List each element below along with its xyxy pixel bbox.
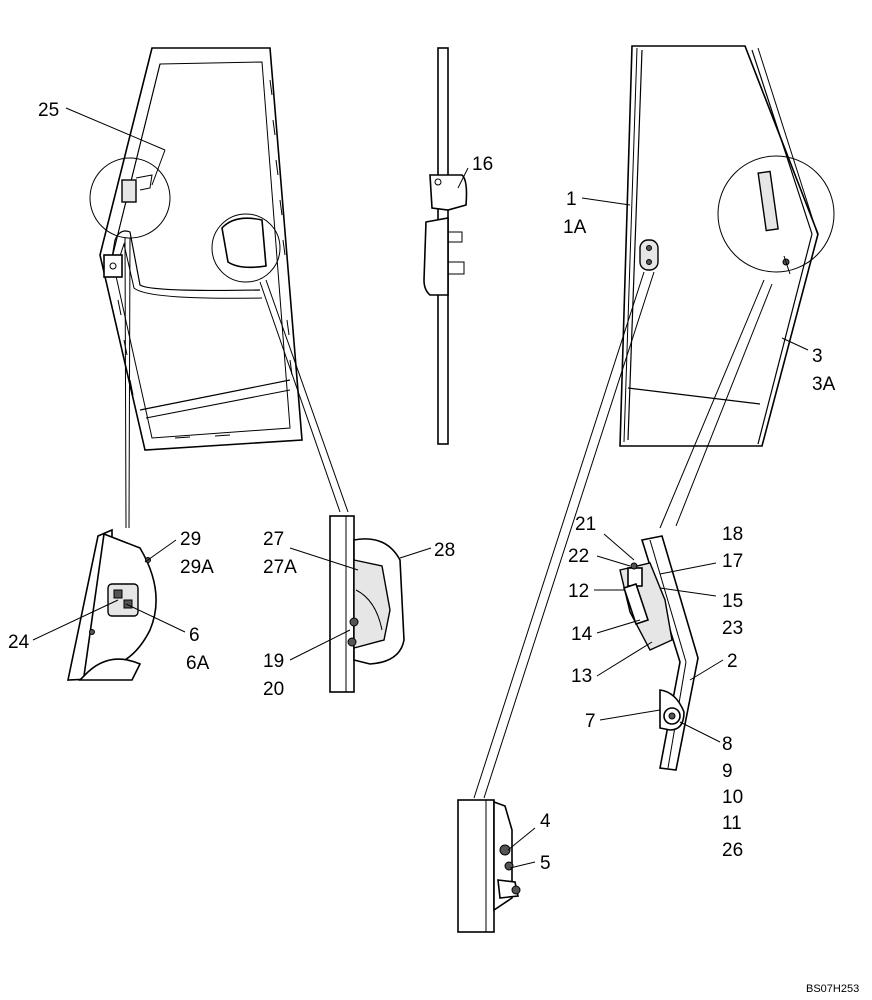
callout-8: 8 (722, 734, 733, 755)
callout-20: 20 (263, 679, 284, 700)
hinge-detail (457, 799, 521, 933)
callout-12: 12 (568, 581, 589, 602)
callout-14: 14 (571, 624, 593, 645)
mirror-bracket-detail (329, 515, 405, 693)
callout-29a: 29A (180, 557, 214, 578)
callout-3: 3 (812, 346, 823, 367)
callout-10: 10 (722, 787, 743, 808)
callout-26: 26 (722, 840, 743, 861)
callout-24: 24 (8, 632, 30, 653)
callout-7: 7 (585, 711, 596, 732)
callout-18: 18 (722, 524, 743, 545)
leader-lines (32, 107, 809, 869)
callout-27a: 27A (263, 557, 297, 578)
callout-1a: 1A (563, 217, 587, 238)
callout-16: 16 (472, 154, 493, 175)
door-frame-assembly (89, 47, 303, 451)
callout-17: 17 (722, 551, 743, 572)
callout-3a: 3A (812, 374, 836, 395)
inner-handle-detail (67, 528, 157, 681)
callout-22: 22 (568, 546, 589, 567)
door-panel-assembly (619, 45, 835, 447)
callout-29: 29 (180, 529, 201, 550)
callout-1: 1 (566, 189, 577, 210)
door-side-view (423, 47, 468, 445)
callout-23: 23 (722, 618, 743, 639)
callout-27: 27 (263, 529, 284, 550)
callout-19: 19 (263, 651, 284, 672)
latch-detail (619, 535, 699, 771)
callout-28: 28 (434, 540, 455, 561)
callout-21: 21 (575, 514, 596, 535)
callout-2: 2 (727, 651, 738, 672)
drawing-reference: BS07H253 (806, 983, 859, 995)
callout-4: 4 (540, 811, 551, 832)
callout-5: 5 (540, 853, 551, 874)
callout-6a: 6A (186, 653, 210, 674)
callout-15: 15 (722, 591, 743, 612)
callout-6: 6 (189, 625, 200, 646)
callout-9: 9 (722, 761, 733, 782)
callout-11: 11 (722, 813, 742, 834)
callout-13: 13 (571, 666, 592, 687)
callout-25: 25 (38, 100, 59, 121)
callout-labels: 25 16 1 1A 3 3A 29 29A 24 6 6A 27 27A 28… (8, 100, 859, 995)
